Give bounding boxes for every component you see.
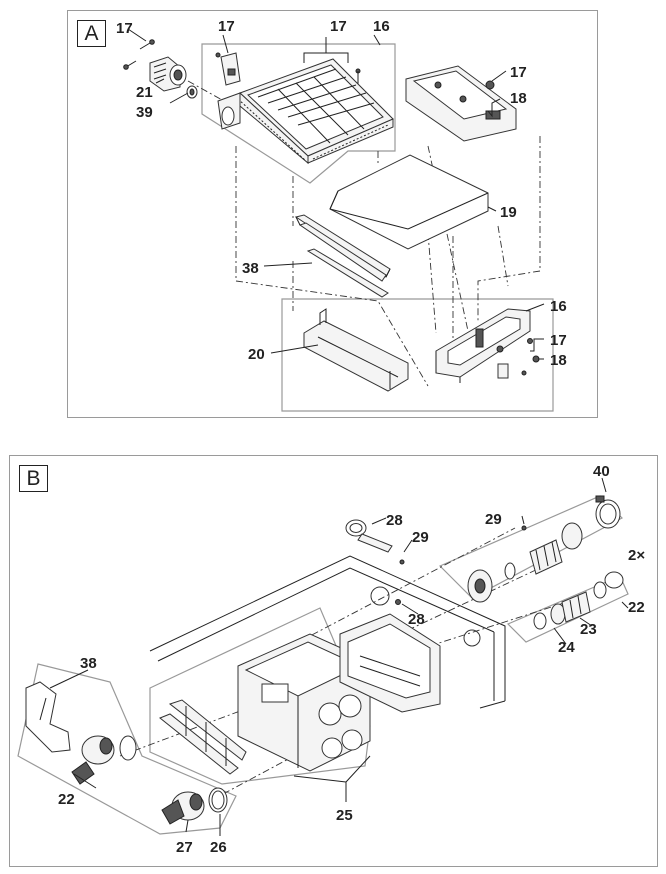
callout-20: 20 — [248, 346, 265, 363]
screw-part-29 — [521, 525, 527, 531]
callout-38: 38 — [80, 655, 97, 672]
assembly-line — [427, 232, 454, 341]
seal-inner — [211, 790, 225, 810]
callout-17: 17 — [510, 64, 527, 81]
callout-17: 17 — [330, 18, 347, 35]
callout-29: 29 — [412, 529, 429, 546]
callout-2x: 2× — [628, 547, 645, 564]
clip-plate-part-18 — [405, 65, 517, 142]
callout-24: 24 — [558, 639, 575, 656]
assembly-line — [209, 725, 351, 802]
callout-19: 19 — [500, 204, 517, 221]
callout-21: 21 — [136, 84, 153, 101]
clip-part-17 — [215, 52, 241, 86]
screw-part-29 — [399, 559, 405, 565]
seal-part-26 — [119, 735, 137, 761]
callout-16: 16 — [373, 18, 390, 35]
group-box-hose-adapter-40 — [438, 495, 623, 599]
handle-part-38 — [25, 681, 71, 753]
assembly-line — [477, 136, 541, 321]
group-box-hose-end — [17, 663, 237, 835]
hose-adapter-part-22 — [533, 571, 624, 630]
callout-38: 38 — [242, 260, 259, 277]
callout-28: 28 — [386, 512, 403, 529]
exploded-diagram-a: 17 17 17 16 21 39 17 18 19 38 16 20 17 1… — [116, 18, 567, 412]
callout-22: 22 — [58, 791, 75, 808]
panel-label-a: A — [77, 20, 106, 47]
callout-27: 27 — [176, 839, 193, 856]
callout-18: 18 — [510, 90, 527, 107]
exploded-view-panel-b: B — [9, 455, 658, 867]
strap-part-28 — [345, 519, 393, 553]
seal-part-39 — [186, 85, 198, 99]
insert-part — [339, 613, 441, 713]
callout-16: 16 — [550, 298, 567, 315]
hose-end-part-27 — [161, 791, 205, 825]
assembly-line — [329, 600, 571, 679]
callout-39: 39 — [136, 104, 153, 121]
end-cap-part-16 — [435, 308, 531, 383]
callout-18: 18 — [550, 352, 567, 369]
filter-housing-part-16 — [217, 58, 394, 165]
assembly-line — [235, 146, 429, 387]
pond-tub-outline — [149, 555, 506, 709]
group-box-hose-adapter-22 — [506, 575, 629, 643]
exploded-diagram-b: 40 28 29 29 2× 22 28 23 24 38 22 25 27 2… — [17, 463, 645, 856]
callout-17: 17 — [218, 18, 235, 35]
callout-25: 25 — [336, 807, 353, 824]
panel-label-b: B — [19, 465, 48, 492]
filter-foam-part-19 — [329, 154, 489, 250]
hose-adapter-part-40 — [467, 495, 621, 603]
screw-part-28 — [395, 599, 401, 605]
connector-part-21 — [149, 56, 187, 92]
callout-40: 40 — [593, 463, 610, 480]
assembly-line — [187, 80, 234, 107]
callout-26: 26 — [210, 839, 227, 856]
callout-22: 22 — [628, 599, 645, 616]
callout-28: 28 — [408, 611, 425, 628]
assembly-line — [497, 225, 509, 287]
screw-part-17 — [123, 39, 155, 70]
group-box-lower-housing — [281, 298, 554, 412]
callout-17: 17 — [116, 20, 133, 37]
callout-23: 23 — [580, 621, 597, 638]
screw-part-17 — [496, 338, 540, 379]
callout-29: 29 — [485, 511, 502, 528]
frame-part — [159, 699, 247, 775]
group-box-housing — [149, 607, 371, 785]
rail-part-20 — [303, 308, 409, 392]
callout-17: 17 — [550, 332, 567, 349]
exploded-view-panel-a: A — [67, 10, 598, 418]
group-box-filter-housing — [201, 43, 396, 184]
hose-end-part-27 — [71, 735, 115, 785]
frame-part-38 — [294, 214, 391, 298]
filter-housing-part-25 — [237, 633, 371, 772]
